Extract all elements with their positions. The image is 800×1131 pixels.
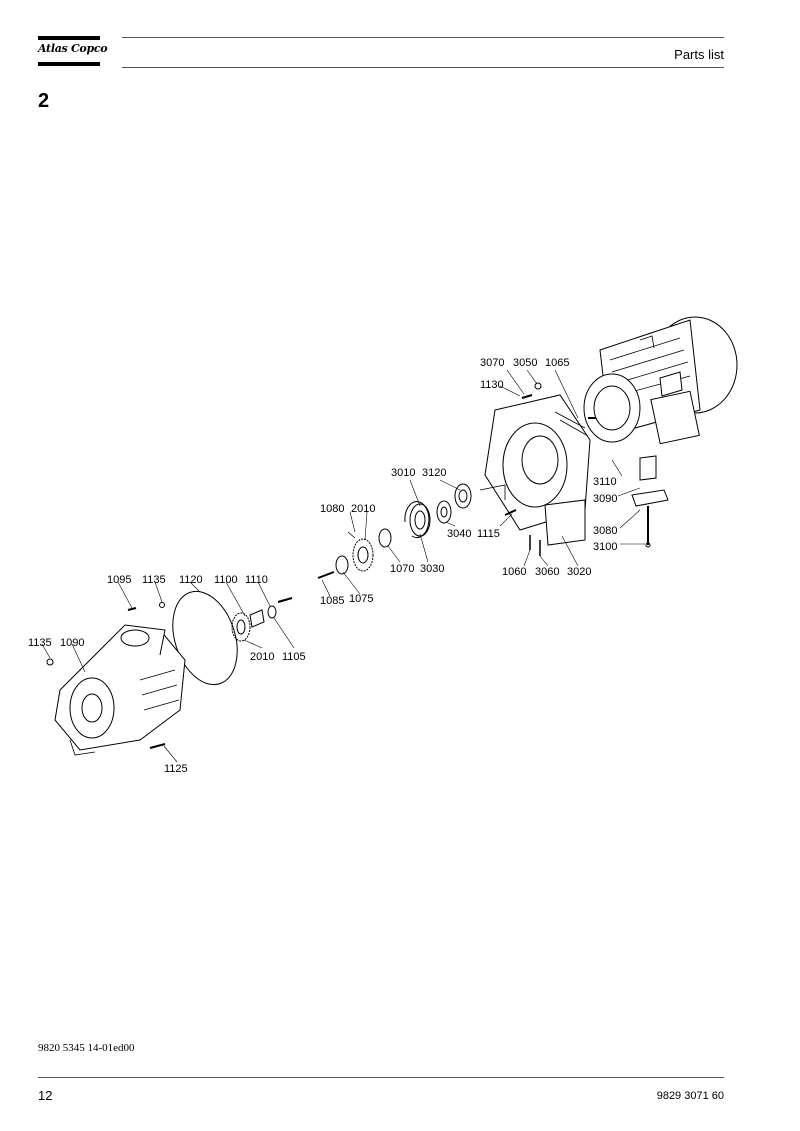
callout-1080: 1080 bbox=[320, 503, 344, 515]
document-reference: 9820 5345 14-01ed00 bbox=[38, 1042, 135, 1054]
callout-3070: 3070 bbox=[480, 357, 504, 369]
exploded-view-diagram: 3070 3050 1065 1130 3010 3120 3040 1115 … bbox=[28, 316, 738, 775]
page-title: Parts list bbox=[674, 47, 724, 62]
callout-3090: 3090 bbox=[593, 493, 617, 505]
callout-1105: 1105 bbox=[282, 651, 306, 663]
motor-mounts bbox=[631, 455, 669, 548]
callout-2010-lower: 2010 bbox=[250, 651, 274, 663]
callout-3010: 3010 bbox=[391, 467, 415, 479]
bearings bbox=[378, 483, 472, 548]
housing-fasteners bbox=[504, 382, 542, 556]
logo-wordmark: Atlas Copco bbox=[38, 42, 108, 55]
callout-1085: 1085 bbox=[320, 595, 344, 607]
logo-bottom-bar bbox=[38, 62, 100, 66]
callout-1135-lower: 1135 bbox=[28, 637, 52, 649]
section-number: 2 bbox=[38, 90, 50, 112]
callout-3030: 3030 bbox=[420, 563, 444, 575]
callout-3020: 3020 bbox=[567, 566, 591, 578]
logo-top-bar bbox=[38, 36, 100, 40]
diagram-art bbox=[41, 316, 738, 763]
callout-3050: 3050 bbox=[513, 357, 537, 369]
callout-1075: 1075 bbox=[349, 593, 373, 605]
callout-3080: 3080 bbox=[593, 525, 617, 537]
callout-1135-upper: 1135 bbox=[142, 574, 166, 586]
callout-1120: 1120 bbox=[179, 574, 203, 586]
electric-motor bbox=[583, 316, 738, 445]
callout-3120: 3120 bbox=[422, 467, 446, 479]
header-rule-bottom bbox=[122, 67, 724, 68]
header-rule-top bbox=[122, 37, 724, 38]
callout-1090: 1090 bbox=[60, 637, 84, 649]
gasket bbox=[172, 590, 238, 686]
compressor-element bbox=[46, 602, 186, 756]
callout-2010-upper: 2010 bbox=[351, 503, 375, 515]
callout-1130: 1130 bbox=[480, 379, 504, 391]
callout-labels: 3070 3050 1065 1130 3010 3120 3040 1115 … bbox=[28, 357, 617, 775]
atlas-copco-logo: Atlas Copco bbox=[38, 36, 108, 68]
callout-1060: 1060 bbox=[502, 566, 526, 578]
callout-1100: 1100 bbox=[214, 574, 238, 586]
page-number: 12 bbox=[38, 1088, 53, 1103]
callout-1125: 1125 bbox=[164, 763, 188, 775]
callout-3040: 3040 bbox=[447, 528, 471, 540]
gears bbox=[231, 531, 374, 642]
leader-lines bbox=[41, 369, 645, 763]
callout-1065: 1065 bbox=[545, 357, 569, 369]
document-number: 9829 3071 60 bbox=[656, 1090, 724, 1102]
callout-3060: 3060 bbox=[535, 566, 559, 578]
callout-1110: 1110 bbox=[245, 574, 268, 586]
adapter-housing bbox=[479, 394, 591, 546]
footer-rule bbox=[38, 1077, 724, 1078]
callout-1115: 1115 bbox=[477, 528, 500, 540]
callout-3100: 3100 bbox=[593, 541, 617, 553]
callout-3110: 3110 bbox=[593, 476, 617, 488]
callout-1095: 1095 bbox=[107, 574, 131, 586]
callout-1070: 1070 bbox=[390, 563, 414, 575]
